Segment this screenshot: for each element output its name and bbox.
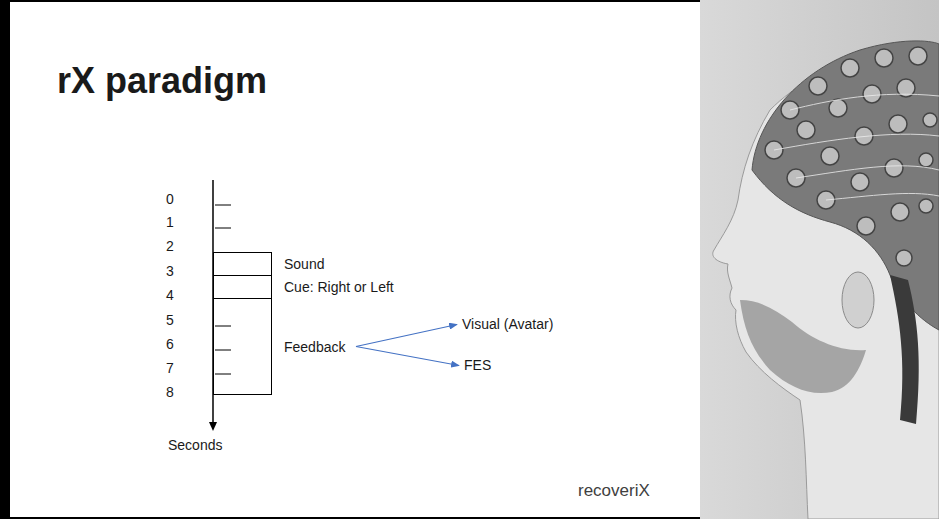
time-tick-label: 1 (166, 214, 174, 230)
ear (842, 272, 874, 328)
time-segment: Feedback (213, 298, 352, 395)
feedback-target: Visual (Avatar) (460, 315, 555, 334)
axis-ticks (215, 205, 231, 374)
text-holder: Cue: Right or Left (284, 279, 394, 296)
time-tick-label: 4 (166, 287, 174, 303)
time-tick-label: 7 (166, 360, 174, 376)
brand-logo: recoveriX (578, 481, 650, 501)
slide-title: rX paradigm (57, 60, 267, 102)
time-tick-label: 0 (166, 191, 174, 207)
node-text: Feedback (284, 338, 345, 355)
eeg-cap (752, 41, 939, 330)
segment-outline (213, 275, 272, 299)
axis-arrowhead (209, 422, 217, 431)
time-segment: Cue: Right or Left (213, 275, 400, 299)
text-holder: Sound (284, 256, 324, 273)
electrode-wires (774, 94, 939, 200)
segment-outline (213, 298, 272, 395)
frame-line (0, 517, 700, 519)
feedback-arrow (356, 325, 457, 347)
node-text: FES (464, 357, 491, 374)
axis-unit: Seconds (168, 437, 222, 453)
time-tick-label: 5 (166, 312, 174, 328)
photo-panel (700, 0, 939, 519)
time-tick-label: 3 (166, 263, 174, 279)
time-segment: Sound (213, 252, 331, 276)
frame-line (0, 0, 700, 2)
node-text: Visual (Avatar) (462, 316, 553, 333)
time-tick-label: 8 (166, 384, 174, 400)
chin-strap (890, 275, 919, 424)
frame-bar (0, 0, 10, 519)
node-text: Cue: Right or Left (284, 279, 394, 296)
time-tick-label: 6 (166, 336, 174, 352)
text-holder: Visual (Avatar) (462, 316, 553, 333)
feedback-target: FES (462, 356, 493, 375)
segment-outline (213, 252, 272, 276)
text-holder: FES (464, 357, 491, 374)
electrodes (765, 47, 937, 266)
node-text: Sound (284, 256, 324, 273)
time-tick-label: 2 (166, 238, 174, 254)
feedback-arrow (356, 347, 459, 366)
text-holder: Feedback (284, 338, 345, 355)
